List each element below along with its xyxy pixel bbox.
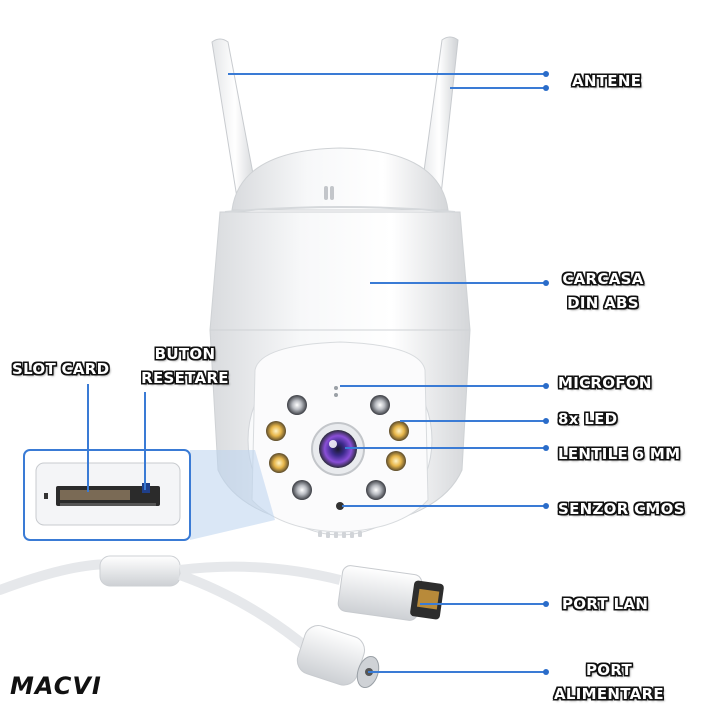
warm-led: [269, 453, 289, 473]
label-buton-line1: BUTON: [154, 345, 216, 363]
ir-led: [287, 395, 307, 415]
sd-slot-inset: [23, 449, 191, 541]
warm-led: [389, 421, 409, 441]
callout-lines: [87, 73, 545, 673]
led-array: [266, 395, 409, 500]
label-lentile: LENTILE 6 MM: [558, 445, 681, 463]
ir-led: [292, 480, 312, 500]
label-carcasa-line2: DIN ABS: [567, 294, 639, 312]
brand-logo: MACVI: [10, 672, 102, 700]
label-led: 8x LED: [558, 410, 618, 428]
label-microfon: MICROFON: [558, 374, 652, 392]
label-buton-line2: RESETARE: [141, 369, 229, 387]
label-port-alimentare-line1: PORT: [585, 661, 633, 679]
label-buton: BUTON RESETARE: [130, 342, 240, 390]
warm-led: [266, 421, 286, 441]
label-antene: ANTENE: [572, 72, 642, 90]
inset-magnifier-beam: [190, 450, 275, 540]
label-carcasa: CARCASA DIN ABS: [552, 267, 654, 315]
label-slot-card: SLOT CARD: [12, 360, 110, 378]
ir-led: [366, 480, 386, 500]
label-carcasa-line1: CARCASA: [562, 270, 644, 288]
label-senzor: SENZOR CMOS: [558, 500, 685, 518]
antenna-right: [419, 36, 459, 205]
label-port-lan: PORT LAN: [562, 595, 649, 613]
camera-top-housing: [209, 147, 471, 341]
warm-led: [386, 451, 406, 471]
label-port-alimentare-line2: ALIMENTARE: [554, 685, 664, 703]
cable-assembly: [0, 555, 444, 689]
label-port-alimentare: PORT ALIMENTARE: [548, 658, 670, 706]
ir-led: [370, 395, 390, 415]
callout-dots: [543, 71, 549, 675]
